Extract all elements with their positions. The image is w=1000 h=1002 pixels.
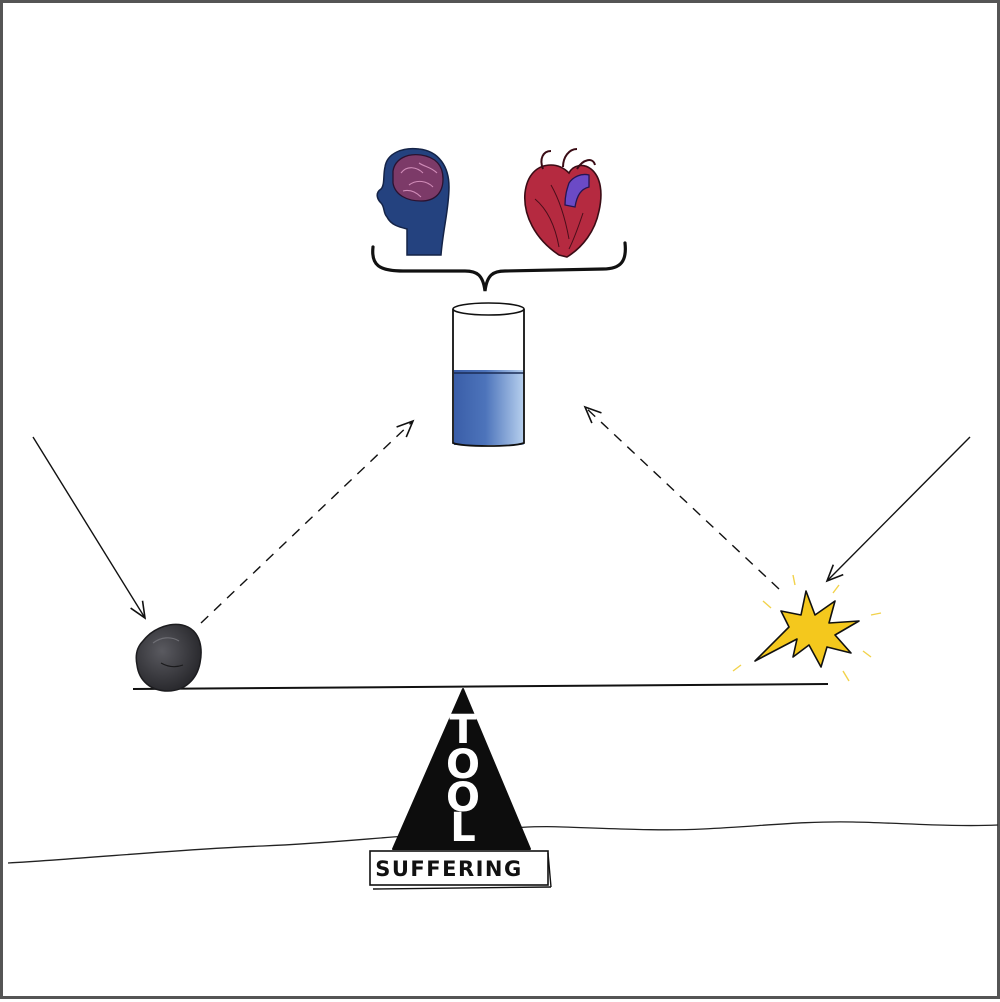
brain-head-icon: [376, 147, 450, 256]
ground-line: [7, 821, 999, 864]
curly-brace: [371, 241, 627, 292]
arrow-into-spark: [825, 436, 971, 583]
diagram-canvas: T O O L SUFFERING: [7, 147, 999, 890]
fulcrum-letter-4: L: [450, 805, 476, 851]
fulcrum-letter-2: O: [446, 742, 480, 788]
base-label: SUFFERING: [375, 857, 523, 881]
anatomical-heart-icon: [524, 148, 602, 258]
water-glass-icon: [452, 302, 525, 447]
lever-beam: [132, 683, 829, 690]
rock-icon: [135, 623, 202, 692]
base-label-box: SUFFERING: [369, 850, 552, 890]
arrow-into-rock: [32, 436, 147, 620]
fulcrum-letter-3: O: [446, 775, 480, 821]
fulcrum-letter-1: T: [449, 707, 477, 753]
dashed-arrow-spark-to-glass: [583, 405, 780, 590]
fulcrum-triangle: [392, 688, 531, 850]
spark-burst-icon: [732, 574, 882, 682]
glass-water-level: [454, 370, 524, 445]
dashed-arrow-rock-to-glass: [200, 419, 415, 624]
